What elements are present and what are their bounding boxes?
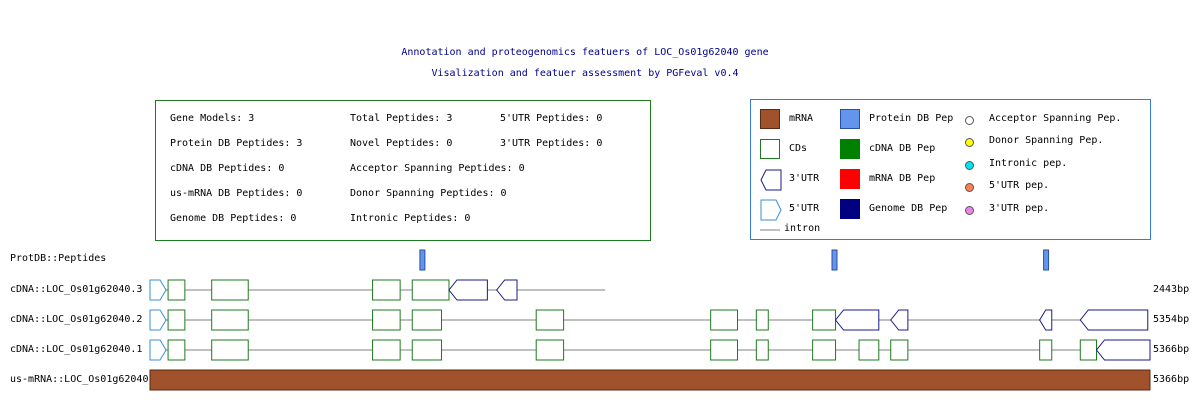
stats-panel: Gene Models: 3 Protein DB Peptides: 3 cD…	[155, 100, 651, 241]
cds-exon	[411, 279, 450, 301]
track-label-usmrna: us-mRNA::LOC_Os01g62040	[10, 374, 149, 385]
stat-novel: Novel Peptides: 0	[350, 138, 453, 149]
utr5-exon	[149, 309, 167, 331]
cds-exon	[372, 339, 401, 361]
utr3-exon	[890, 309, 909, 331]
legend-3utr-pep-dot	[965, 206, 974, 215]
stat-donor: Donor Spanning Peptides: 0	[350, 188, 507, 199]
cds-exon	[812, 309, 837, 331]
cds-exon	[812, 339, 837, 361]
utr3-exon	[834, 309, 880, 331]
legend-acceptor-dot	[965, 116, 974, 125]
cds-exon	[211, 309, 249, 331]
cds-exon	[372, 309, 401, 331]
legend-intron-line	[760, 229, 780, 231]
legend-panel: mRNA CDs 3'UTR 5'UTR intron Protein DB P…	[750, 99, 1151, 240]
cds-exon	[372, 279, 401, 301]
stat-5utr: 5'UTR Peptides: 0	[500, 113, 603, 124]
legend-cds-label: CDs	[789, 143, 808, 154]
track-length-usmrna: 5366bp	[1153, 374, 1190, 385]
legend-intronic-dot	[965, 161, 974, 170]
stat-gene-models: Gene Models: 3	[170, 113, 255, 124]
cds-exon	[211, 339, 249, 361]
cds-exon	[710, 309, 739, 331]
utr3-exon	[1039, 309, 1053, 331]
stat-acceptor: Acceptor Spanning Peptides: 0	[350, 163, 525, 174]
legend-protein-db-swatch	[840, 109, 860, 129]
track-label-transcript-3: cDNA::LOC_Os01g62040.3	[10, 284, 143, 295]
stat-intronic: Intronic Peptides: 0	[350, 213, 471, 224]
legend-mrna-db-swatch	[840, 169, 860, 189]
legend-intron-label: intron	[784, 223, 821, 234]
legend-mrna-swatch	[760, 109, 780, 129]
utr5-exon	[149, 279, 167, 301]
legend-3utr-pep-label: 3'UTR pep.	[989, 203, 1050, 214]
legend-genome-db-label: Genome DB Pep	[869, 203, 948, 214]
cds-exon	[167, 309, 186, 331]
cds-exon	[535, 339, 565, 361]
peptide-mark	[419, 249, 426, 271]
legend-cds-swatch	[760, 139, 780, 159]
legend-cdna-db-swatch	[840, 139, 860, 159]
stat-genome-db: Genome DB Peptides: 0	[170, 213, 297, 224]
stat-3utr: 3'UTR Peptides: 0	[500, 138, 603, 149]
legend-cdna-db-label: cDNA DB Pep	[869, 143, 936, 154]
stat-protein-db: Protein DB Peptides: 3	[170, 138, 303, 149]
diagram-title: Annotation and proteogenomics featuers o…	[401, 47, 769, 58]
legend-acceptor-label: Acceptor Spanning Pep.	[989, 113, 1122, 124]
cds-exon	[755, 339, 769, 361]
cds-exon	[411, 309, 443, 331]
legend-3utr-label: 3'UTR	[789, 173, 820, 184]
track-length-transcript-1: 5366bp	[1153, 344, 1190, 355]
peptide-mark	[831, 249, 838, 271]
peptide-mark	[1043, 249, 1050, 271]
mrna-bar	[149, 369, 1151, 391]
cds-exon	[755, 309, 769, 331]
diagram-subtitle: Visalization and featuer assessment by P…	[431, 68, 739, 79]
legend-5utr-label: 5'UTR	[789, 203, 820, 214]
cds-exon	[710, 339, 739, 361]
legend-donor-dot	[965, 138, 974, 147]
legend-genome-db-swatch	[840, 199, 860, 219]
track-label-transcript-1: cDNA::LOC_Os01g62040.1	[10, 344, 143, 355]
stat-total: Total Peptides: 3	[350, 113, 453, 124]
track-length-transcript-2: 5354bp	[1153, 314, 1190, 325]
cds-exon	[1079, 339, 1098, 361]
utr3-exon	[1095, 339, 1151, 361]
stat-cdna-db: cDNA DB Peptides: 0	[170, 163, 285, 174]
legend-5utr-pep-label: 5'UTR pep.	[989, 180, 1050, 191]
utr5-exon	[149, 339, 167, 361]
legend-mrna-db-label: mRNA DB Pep	[869, 173, 936, 184]
legend-intronic-label: Intronic pep.	[989, 158, 1068, 169]
legend-5utr-pep-dot	[965, 183, 974, 192]
utr3-exon	[1079, 309, 1149, 331]
track-label-peptides: ProtDB::Peptides	[10, 253, 107, 264]
cds-exon	[411, 339, 443, 361]
legend-protein-db-label: Protein DB Pep	[869, 113, 954, 124]
cds-exon	[890, 339, 909, 361]
cds-exon	[167, 339, 186, 361]
legend-mrna-label: mRNA	[789, 113, 814, 124]
cds-exon	[858, 339, 880, 361]
legend-3utr-icon	[760, 169, 782, 191]
cds-exon	[167, 279, 186, 301]
cds-exon	[1039, 339, 1053, 361]
stat-usmrna-db: us-mRNA DB Peptides: 0	[170, 188, 303, 199]
legend-donor-label: Donor Spanning Pep.	[989, 135, 1104, 146]
utr3-exon	[496, 279, 518, 301]
utr3-exon	[448, 279, 488, 301]
cds-exon	[535, 309, 565, 331]
cds-exon	[211, 279, 249, 301]
track-length-transcript-3: 2443bp	[1153, 284, 1190, 295]
legend-5utr-icon	[760, 199, 782, 221]
track-label-transcript-2: cDNA::LOC_Os01g62040.2	[10, 314, 143, 325]
